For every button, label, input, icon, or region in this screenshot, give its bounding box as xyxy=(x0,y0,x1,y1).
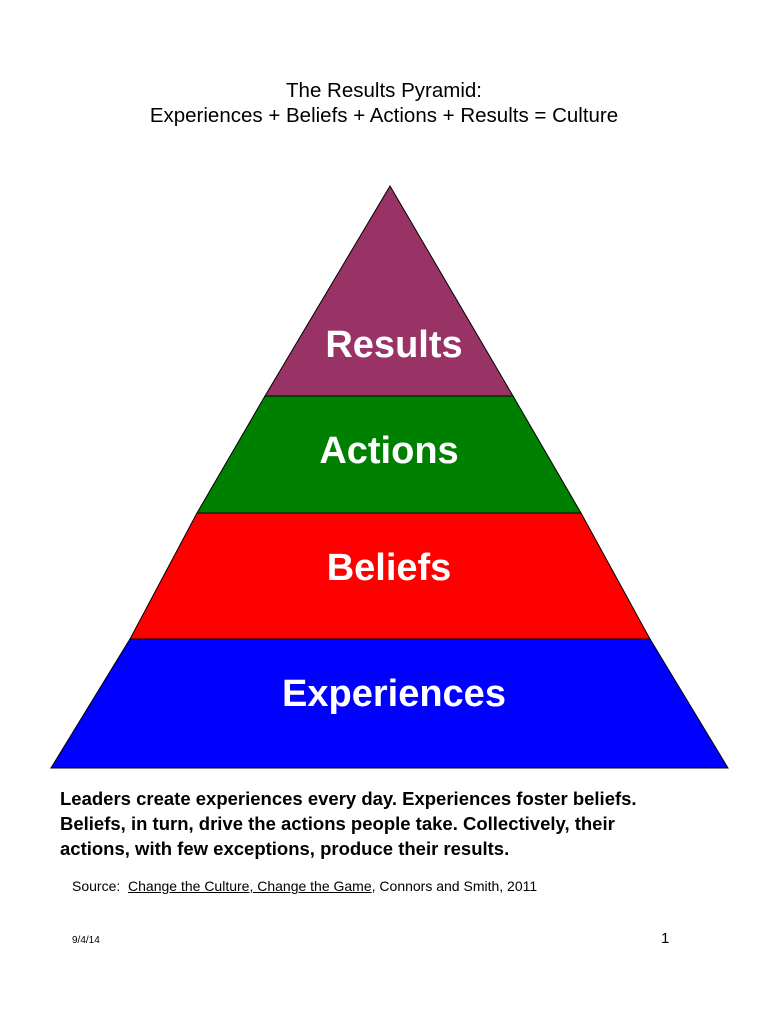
page-number: 1 xyxy=(661,930,670,947)
pyramid-label-actions: Actions xyxy=(319,430,458,472)
caption-line-1: Leaders create experiences every day. Ex… xyxy=(60,788,637,809)
title-line-2: Experiences + Beliefs + Actions + Result… xyxy=(149,104,619,127)
title-line-1: The Results Pyramid: xyxy=(286,79,482,102)
source-book-title: Change the Culture, Change the Game xyxy=(128,878,372,894)
caption: Leaders create experiences every day. Ex… xyxy=(60,786,740,861)
results-pyramid: Results Actions Beliefs Experiences xyxy=(50,185,729,769)
pyramid-label-results: Results xyxy=(325,324,462,366)
pyramid-label-beliefs: Beliefs xyxy=(327,547,452,589)
title-block: The Results Pyramid: Experiences + Belie… xyxy=(0,78,768,128)
pyramid-label-experiences: Experiences xyxy=(282,673,506,715)
source-prefix: Source: xyxy=(72,878,129,894)
footer-date: 9/4/14 xyxy=(72,935,100,946)
caption-line-3: actions, with few exceptions, produce th… xyxy=(60,838,510,859)
source-citation: Source: Change the Culture, Change the G… xyxy=(72,877,537,895)
source-suffix: , Connors and Smith, 2011 xyxy=(371,878,538,894)
pyramid-layer-experiences xyxy=(50,638,729,769)
caption-line-2: Beliefs, in turn, drive the actions peop… xyxy=(60,813,615,834)
